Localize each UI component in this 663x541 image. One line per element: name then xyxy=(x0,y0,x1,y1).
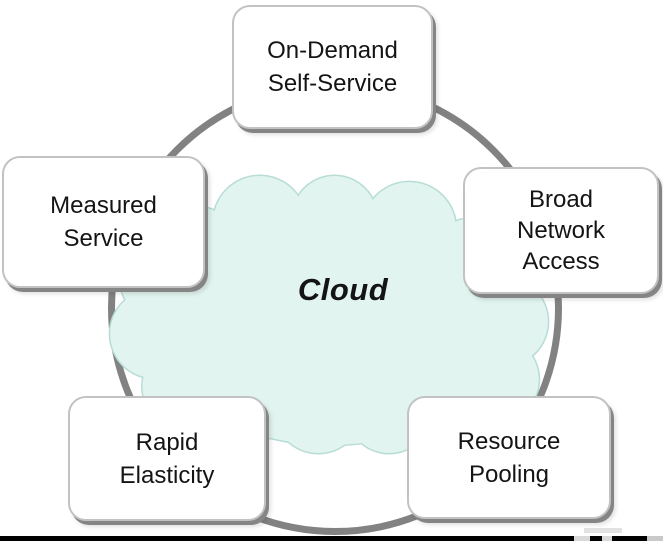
node-label-line: Measured xyxy=(50,192,157,219)
bottom-rule-segment xyxy=(590,536,602,541)
node-measured-service: Measured Service xyxy=(2,156,205,288)
node-rapid-elasticity: Rapid Elasticity xyxy=(68,396,266,521)
node-label-line: Self-Service xyxy=(267,70,398,97)
bottom-rule-segment xyxy=(0,536,574,541)
node-on-demand-self-service: On-Demand Self-Service xyxy=(232,5,433,129)
node-label-line: Network xyxy=(516,217,606,244)
node-label-line: Broad xyxy=(528,186,594,213)
bottom-rule-segment xyxy=(612,536,647,541)
crop-artifact xyxy=(584,528,622,533)
node-label-line: On-Demand xyxy=(267,37,398,64)
bottom-rule-segment xyxy=(602,536,612,541)
node-label-line: Rapid xyxy=(135,428,199,456)
node-broad-network-access: Broad Network Access xyxy=(463,167,659,294)
node-label-line: Pooling xyxy=(468,460,550,488)
node-label-line: Service xyxy=(63,225,144,252)
bottom-rule xyxy=(0,535,663,541)
cloud-center-label: Cloud xyxy=(297,272,389,307)
node-label-line: Access xyxy=(522,248,600,275)
node-label-line: Elasticity xyxy=(119,461,215,489)
node-label-line: Resource xyxy=(457,427,561,455)
bottom-rule-segment xyxy=(647,536,663,541)
node-resource-pooling: Resource Pooling xyxy=(407,396,611,519)
bottom-rule-segment xyxy=(574,536,590,541)
